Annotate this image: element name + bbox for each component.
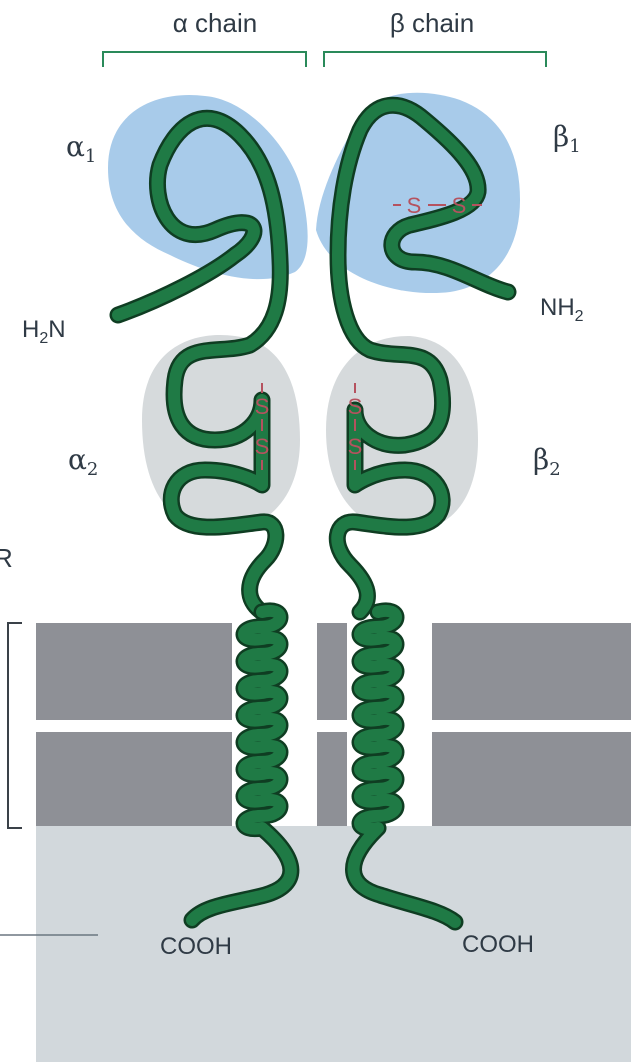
disulfide-s-alpha2-b: S [255,434,270,459]
beta-chain-label: β chain [390,8,474,38]
beta1-label: β1 [553,120,581,157]
disulfide-s-beta1-a: S [407,193,422,218]
cytoplasm-region [36,826,631,1062]
alpha-n-terminus-label: H2N [22,316,66,347]
membrane-leaflet-inner-middle [317,732,347,826]
membrane-leaflet-inner-left [36,732,232,826]
membrane-leaflet-inner-right [432,732,631,826]
alpha-chain-label: α chain [173,8,257,38]
beta2-label: β2 [533,443,561,480]
edge-letter: R [0,543,13,573]
membrane-leaflet-outer-left [36,623,232,720]
membrane-leaflet-outer-right [432,623,631,720]
disulfide-s-beta2-a: S [348,394,363,419]
membrane-bracket [8,623,22,828]
membrane-bilayer [36,623,631,826]
disulfide-s-alpha2-a: S [255,394,270,419]
disulfide-s-beta2-b: S [348,434,363,459]
beta-chain-bracket [324,52,546,67]
beta-c-terminus-label: COOH [462,931,534,958]
disulfide-s-beta1-b: S [452,193,467,218]
beta-n-terminus-label: NH2 [540,294,584,325]
alpha-c-terminus-label: COOH [160,933,232,960]
alpha2-label: α2 [68,443,98,480]
alpha-chain-bracket [103,52,306,67]
membrane-leaflet-outer-middle [317,623,347,720]
alpha1-label: α1 [66,130,96,167]
